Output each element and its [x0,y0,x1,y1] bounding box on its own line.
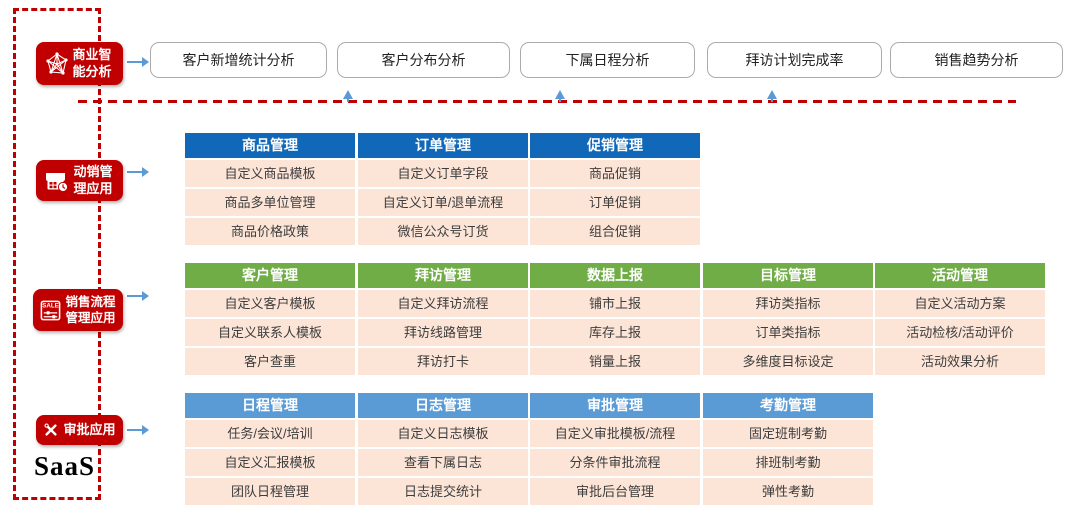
table-header: 考勤管理 [703,393,873,418]
table-row: 自定义拜访流程 [358,290,528,317]
table-header: 促销管理 [530,133,700,158]
up-arrow-icon [343,90,353,102]
table-row: 订单类指标 [703,319,873,346]
sale-tag-icon: SALE [40,300,60,320]
table-row: 分条件审批流程 [530,449,700,476]
table-header: 商品管理 [185,133,355,158]
table-header: 拜访管理 [358,263,528,288]
table-row: 拜访打卡 [358,348,528,375]
table-row: 微信公众号订货 [358,218,528,245]
table-row: 商品价格政策 [185,218,355,245]
label-approval-app: 审批应用 [36,415,123,445]
table-row: 活动检核/活动评价 [875,319,1045,346]
table-row: 团队日程管理 [185,478,355,505]
label-text: 审批应用 [63,421,116,437]
label-text: 销售流程管理应用 [65,294,116,325]
saas-dashed-boundary [13,8,101,500]
table-row: 自定义审批模板/流程 [530,420,700,447]
up-arrow-icon [767,90,777,102]
feature-table: 目标管理拜访类指标订单类指标多维度目标设定 [703,263,873,375]
tools-icon [44,423,58,436]
bi-analysis-box: 客户分布分析 [337,42,510,78]
table-row: 订单促销 [530,189,700,216]
table-header: 日程管理 [185,393,355,418]
feature-table: 日志管理自定义日志模板查看下属日志日志提交统计 [358,393,528,505]
right-arrow-icon [127,425,149,435]
table-row: 自定义活动方案 [875,290,1045,317]
table-row: 铺市上报 [530,290,700,317]
label-sales-management-app: 动销管理应用 [36,160,123,201]
table-row: 拜访类指标 [703,290,873,317]
feature-table: 客户管理自定义客户模板自定义联系人模板客户查重 [185,263,355,375]
network-icon [45,51,68,75]
bi-analysis-box: 下属日程分析 [520,42,695,78]
label-sales-process-app: SALE 销售流程管理应用 [33,289,123,331]
right-arrow-icon [127,57,149,67]
feature-table: 拜访管理自定义拜访流程拜访线路管理拜访打卡 [358,263,528,375]
feature-table: 促销管理商品促销订单促销组合促销 [530,133,700,245]
label-text: 商业智能分析 [72,46,112,79]
bi-dashed-divider [78,100,1016,103]
right-arrow-icon [127,167,149,177]
table-header: 审批管理 [530,393,700,418]
table-row: 库存上报 [530,319,700,346]
table-row: 弹性考勤 [703,478,873,505]
table-row: 客户查重 [185,348,355,375]
feature-table: 审批管理自定义审批模板/流程分条件审批流程审批后台管理 [530,393,700,505]
feature-table: 日程管理任务/会议/培训自定义汇报模板团队日程管理 [185,393,355,505]
feature-table: 订单管理自定义订单字段自定义订单/退单流程微信公众号订货 [358,133,528,245]
table-row: 排班制考勤 [703,449,873,476]
tables-row: 日程管理任务/会议/培训自定义汇报模板团队日程管理日志管理自定义日志模板查看下属… [185,393,1050,508]
table-row: 审批后台管理 [530,478,700,505]
table-header: 订单管理 [358,133,528,158]
store-icon [45,172,68,192]
svg-text:SALE: SALE [42,302,59,309]
table-header: 活动管理 [875,263,1045,288]
table-row: 自定义订单/退单流程 [358,189,528,216]
table-row: 自定义汇报模板 [185,449,355,476]
label-bi-analysis: 商业智能分析 [36,42,123,85]
feature-table: 数据上报铺市上报库存上报销量上报 [530,263,700,375]
table-row: 多维度目标设定 [703,348,873,375]
feature-table: 商品管理自定义商品模板商品多单位管理商品价格政策 [185,133,355,245]
table-row: 自定义客户模板 [185,290,355,317]
saas-label: SaaS [34,451,96,481]
table-row: 自定义订单字段 [358,160,528,187]
bi-analysis-box: 客户新增统计分析 [150,42,327,78]
tables-row: 客户管理自定义客户模板自定义联系人模板客户查重拜访管理自定义拜访流程拜访线路管理… [185,263,1050,378]
up-arrow-icon [555,90,565,102]
table-header: 目标管理 [703,263,873,288]
table-row: 商品促销 [530,160,700,187]
table-row: 任务/会议/培训 [185,420,355,447]
right-arrow-icon [127,291,149,301]
table-row: 拜访线路管理 [358,319,528,346]
table-row: 自定义商品模板 [185,160,355,187]
table-row: 日志提交统计 [358,478,528,505]
bi-analysis-box: 拜访计划完成率 [707,42,882,78]
table-row: 组合促销 [530,218,700,245]
table-row: 销量上报 [530,348,700,375]
table-row: 自定义日志模板 [358,420,528,447]
label-text: 动销管理应用 [73,163,113,196]
feature-table: 活动管理自定义活动方案活动检核/活动评价活动效果分析 [875,263,1045,375]
table-header: 客户管理 [185,263,355,288]
tables-row: 商品管理自定义商品模板商品多单位管理商品价格政策订单管理自定义订单字段自定义订单… [185,133,1050,248]
bi-analysis-box: 销售趋势分析 [890,42,1063,78]
bi-analysis-row: 客户新增统计分析客户分布分析下属日程分析拜访计划完成率销售趋势分析 [0,42,1077,78]
table-row: 活动效果分析 [875,348,1045,375]
table-row: 查看下属日志 [358,449,528,476]
feature-table: 考勤管理固定班制考勤排班制考勤弹性考勤 [703,393,873,505]
table-row: 自定义联系人模板 [185,319,355,346]
table-row: 固定班制考勤 [703,420,873,447]
table-header: 数据上报 [530,263,700,288]
table-row: 商品多单位管理 [185,189,355,216]
table-header: 日志管理 [358,393,528,418]
